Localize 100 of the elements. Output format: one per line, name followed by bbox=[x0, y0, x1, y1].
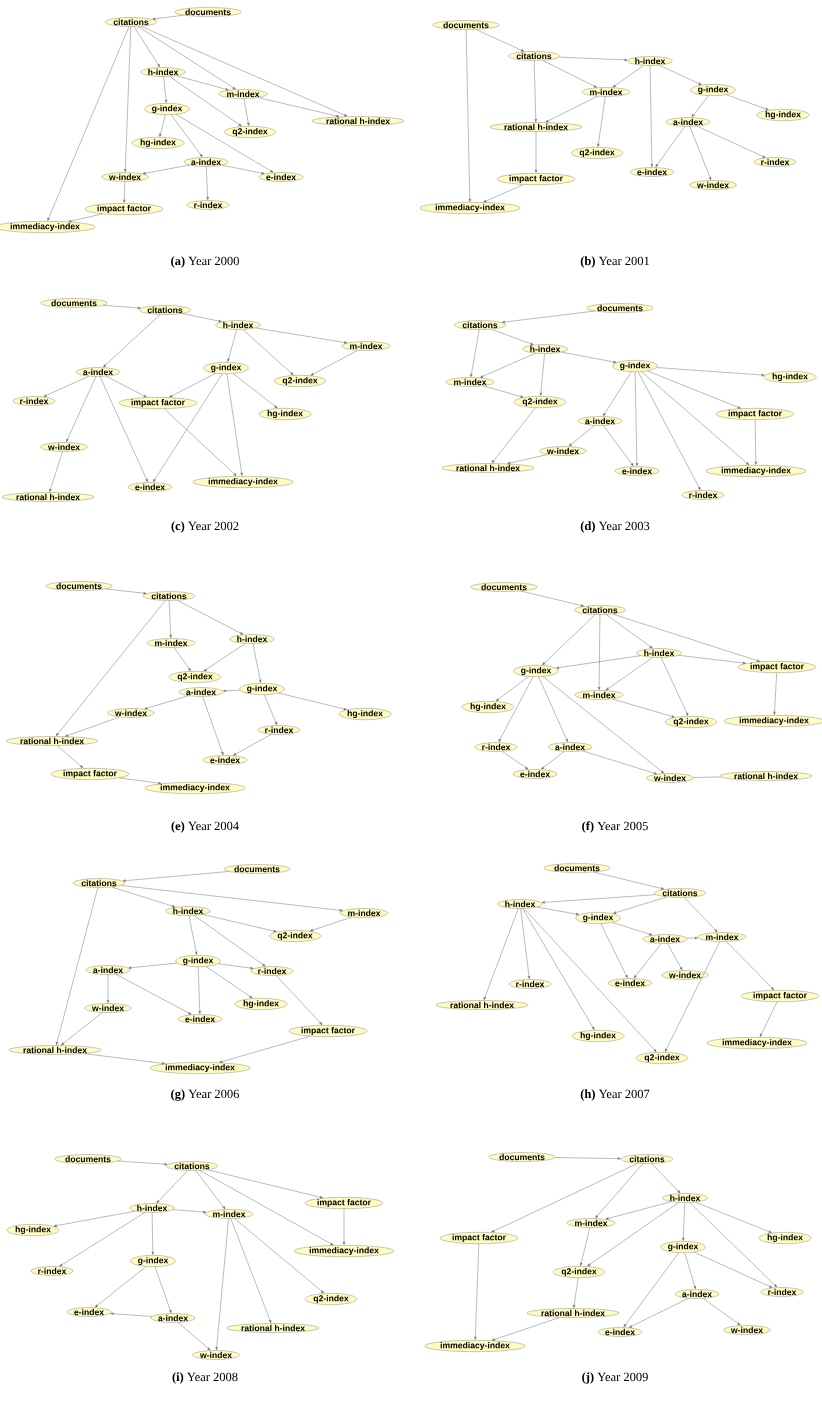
arrow bbox=[243, 98, 250, 126]
graph-node: q2-index bbox=[665, 716, 717, 728]
graph-node: a-index bbox=[577, 416, 623, 426]
graph-node: impact factor bbox=[439, 1232, 519, 1244]
graph-node: documents bbox=[174, 7, 242, 17]
graph-node: impact factor bbox=[288, 1025, 368, 1037]
arrow bbox=[276, 975, 323, 1025]
arrow bbox=[522, 908, 595, 1030]
arrow bbox=[195, 1170, 226, 1210]
graph-node: w-index bbox=[101, 172, 149, 182]
graph-node: e-index bbox=[202, 755, 248, 765]
arrow bbox=[68, 213, 103, 223]
graph-node: hg-index bbox=[6, 1224, 60, 1236]
arrow bbox=[684, 1252, 696, 1289]
arrow bbox=[689, 126, 712, 180]
graph-node: w-index bbox=[84, 1003, 132, 1013]
arrow bbox=[695, 1201, 772, 1233]
graph-node: citations bbox=[166, 1161, 218, 1171]
graph-node: m-index bbox=[574, 690, 624, 700]
arrow bbox=[194, 915, 266, 967]
arrow bbox=[502, 310, 595, 324]
arrow bbox=[542, 676, 664, 774]
arrow bbox=[554, 1157, 621, 1160]
graph-node: impact factor bbox=[84, 203, 164, 215]
arrow bbox=[561, 351, 617, 364]
arrow bbox=[475, 29, 525, 52]
arrow bbox=[633, 943, 662, 979]
arrow bbox=[572, 1277, 579, 1308]
graph-node: q2-index bbox=[571, 147, 623, 159]
arrow bbox=[221, 165, 265, 175]
arrow bbox=[310, 916, 352, 932]
graph-node: hg-index bbox=[763, 371, 817, 383]
graph-node: r-index bbox=[753, 157, 797, 167]
graph-node: e-index bbox=[597, 1327, 643, 1337]
arrow bbox=[612, 613, 760, 662]
arrow bbox=[84, 1053, 165, 1065]
graph-node: citations bbox=[574, 605, 626, 615]
arrow bbox=[754, 419, 758, 465]
arrow bbox=[559, 56, 628, 62]
graph-node: h-index bbox=[522, 344, 568, 354]
arrow bbox=[206, 166, 209, 200]
arrow bbox=[66, 376, 97, 442]
arrow bbox=[606, 614, 653, 649]
arrow bbox=[43, 376, 89, 397]
graph-node: g-index bbox=[175, 955, 221, 967]
graph-node: m-index bbox=[697, 932, 747, 942]
graph-node: immediacy-index bbox=[723, 715, 822, 727]
graph-node: q2-index bbox=[514, 396, 566, 408]
arrow bbox=[144, 695, 189, 710]
arrow bbox=[649, 65, 654, 167]
graph-node: g-index bbox=[130, 1255, 176, 1267]
graph-node: hg-index bbox=[338, 708, 392, 720]
graph-node: q2-index bbox=[305, 1293, 357, 1305]
arrow bbox=[694, 1251, 773, 1288]
arrow bbox=[230, 1218, 272, 1323]
graph-node: citations bbox=[143, 591, 195, 601]
graph-node: rational h-index bbox=[226, 1323, 320, 1333]
arrow bbox=[520, 908, 531, 979]
arrow bbox=[258, 97, 340, 118]
arrow bbox=[59, 1212, 146, 1267]
arrow bbox=[61, 1012, 103, 1046]
graph-node: w-index bbox=[107, 708, 155, 718]
arrow bbox=[175, 114, 274, 173]
graph-node: h-index bbox=[627, 56, 673, 66]
arrow bbox=[593, 871, 665, 890]
graph-node: g-index bbox=[612, 360, 658, 372]
arrow bbox=[122, 871, 229, 882]
arrow bbox=[119, 777, 162, 785]
arrow bbox=[172, 1209, 207, 1214]
arrow bbox=[759, 1001, 778, 1037]
arrow bbox=[178, 1322, 211, 1351]
graph-node: rational h-index bbox=[5, 736, 99, 746]
arrow bbox=[53, 1210, 136, 1227]
graph-node: citations bbox=[139, 305, 191, 315]
graph-node: e-index bbox=[512, 769, 558, 779]
arrow bbox=[483, 385, 524, 398]
graph-node: r-index bbox=[186, 200, 230, 210]
graph-node: g-index bbox=[203, 362, 249, 374]
panel-caption: (e) Year 2004 bbox=[171, 821, 239, 833]
graph-node: impact factor bbox=[496, 173, 576, 185]
arrow bbox=[647, 370, 741, 409]
graph-node: immediacy-index bbox=[293, 1245, 395, 1257]
graph-node: documents bbox=[40, 298, 108, 308]
arrow bbox=[595, 1163, 644, 1219]
arrow bbox=[655, 126, 685, 168]
arrow bbox=[49, 451, 63, 492]
panel-caption: (c) Year 2002 bbox=[171, 521, 239, 533]
graph-node: citations bbox=[621, 1154, 673, 1164]
arrow bbox=[181, 313, 222, 323]
graph-node: e-index bbox=[607, 978, 653, 988]
graph-node: documents bbox=[432, 20, 500, 30]
panel-caption: (f) Year 2005 bbox=[582, 821, 648, 833]
graph-node: e-index bbox=[127, 482, 173, 492]
graph-node: hg-index bbox=[756, 109, 810, 121]
graph-node: e-index bbox=[629, 167, 675, 177]
graph-node: w-index bbox=[661, 970, 709, 980]
graph-node: h-index bbox=[662, 1193, 708, 1203]
arrow bbox=[495, 676, 529, 702]
graph-node: q2-index bbox=[169, 671, 221, 683]
graph-node: impact factor bbox=[304, 1197, 384, 1209]
